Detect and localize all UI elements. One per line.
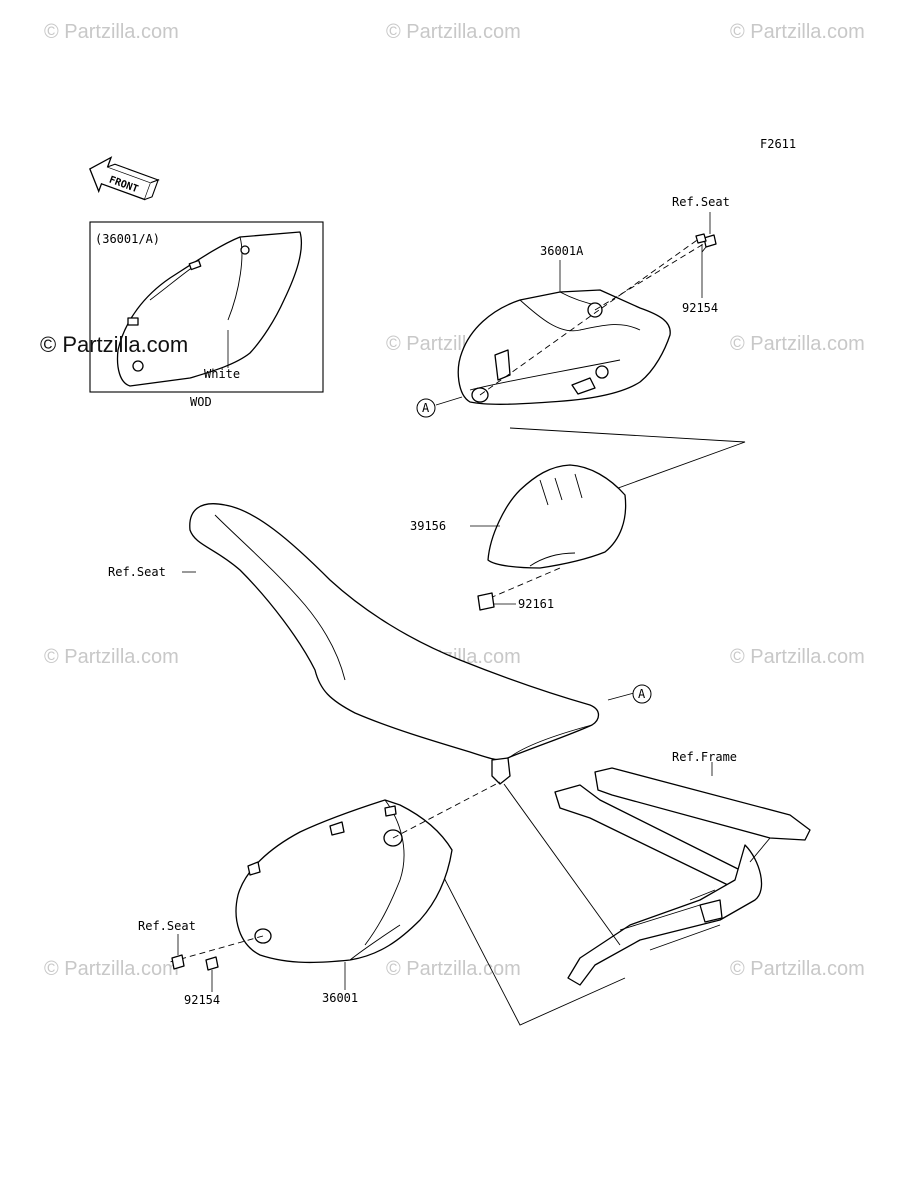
watermark: © Partzilla.com	[730, 333, 865, 355]
watermark: © Partzilla.com	[386, 21, 521, 43]
inset-color-label: White	[204, 367, 240, 381]
watermark: © Partzilla.com	[730, 958, 865, 980]
watermark-main: © Partzilla.com	[40, 332, 188, 357]
callout-ref-seat-top: Ref.Seat	[672, 195, 730, 209]
callout-92161: 92161	[518, 597, 554, 611]
frame	[554, 762, 811, 986]
callout-ref-seat-main: Ref.Seat	[108, 565, 166, 579]
callout-92154-top: 92154	[682, 301, 718, 315]
bolt-92154-bottom	[205, 956, 219, 992]
front-arrow-icon: FRONT	[89, 156, 160, 201]
inset-box: (36001/A) White WOD	[89, 221, 324, 409]
watermark: © Partzilla.com	[730, 21, 865, 43]
pad-39156	[470, 464, 627, 599]
inset-variant-label: WOD	[190, 395, 212, 409]
inset-title: (36001/A)	[95, 232, 160, 246]
callout-36001: 36001	[322, 991, 358, 1005]
side-cover-36001A: A	[416, 212, 717, 418]
ref-A-seat: A	[638, 687, 646, 701]
watermark: © Partzilla.com	[44, 646, 179, 668]
callout-ref-frame: Ref.Frame	[672, 750, 737, 764]
side-cover-36001	[169, 781, 501, 990]
watermark: © Partzilla.com	[44, 958, 179, 980]
bolt-ref-seat-bottom	[171, 934, 185, 970]
watermark: © Partzilla.com	[386, 958, 521, 980]
callout-39156: 39156	[410, 519, 446, 533]
figure-id: F2611	[760, 137, 796, 151]
callout-92154-bottom: 92154	[184, 993, 220, 1007]
seat: A	[182, 503, 652, 785]
grommet-92161	[477, 592, 516, 611]
watermark: © Partzilla.com	[730, 646, 865, 668]
watermark: © Partzilla.com	[44, 21, 179, 43]
callout-ref-seat-bottom: Ref.Seat	[138, 919, 196, 933]
bolt-92154-top	[695, 233, 707, 244]
ref-A-top: A	[422, 401, 430, 415]
bolt-ref-seat-top	[701, 234, 717, 253]
watermark-layer: © Partzilla.com © Partzilla.com © Partzi…	[44, 21, 865, 980]
callout-36001A: 36001A	[540, 244, 584, 258]
